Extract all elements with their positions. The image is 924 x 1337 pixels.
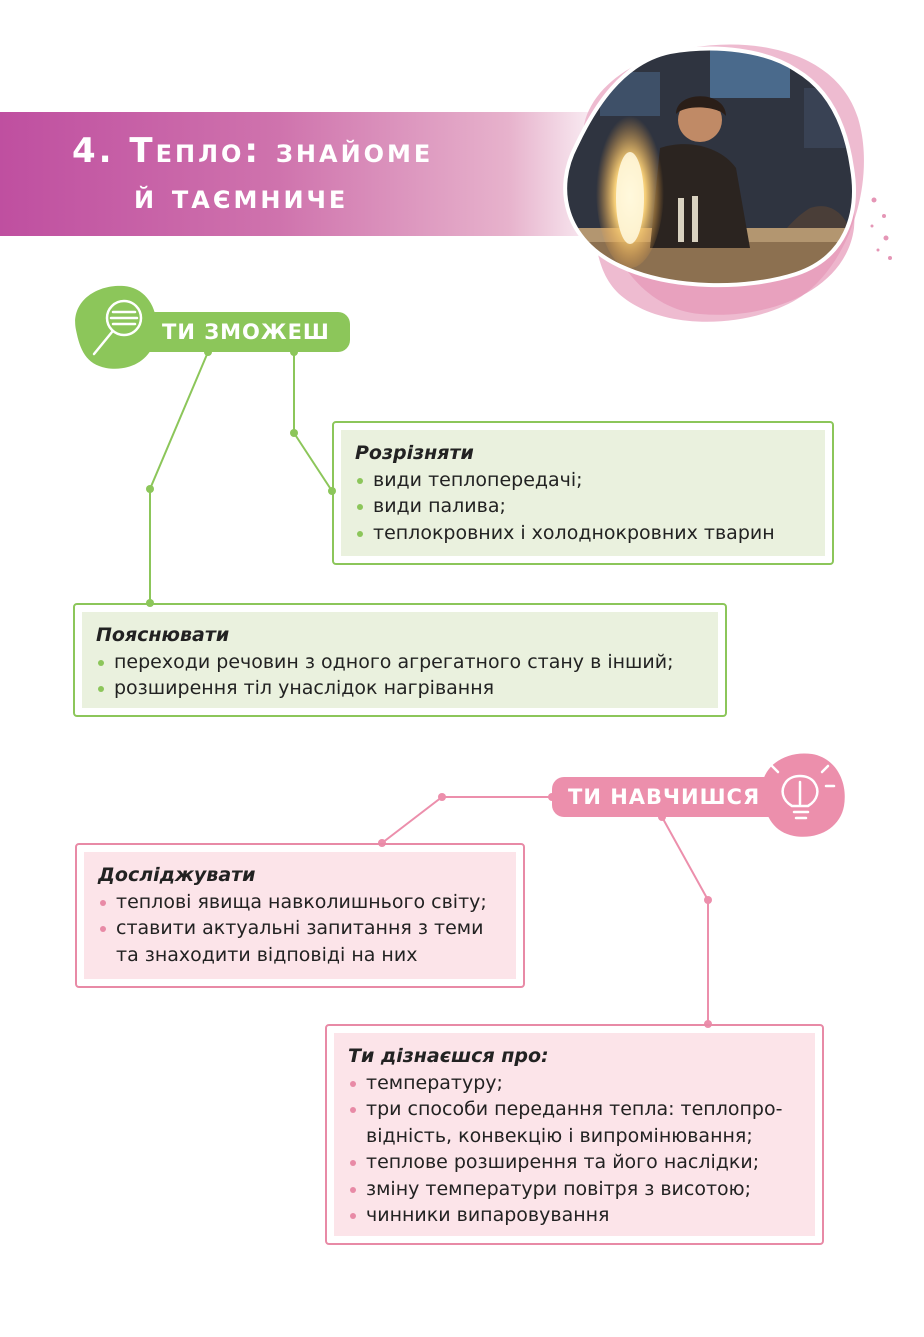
magnifier-icon xyxy=(92,299,143,356)
learn-about-list: температуру; три способи передання тепла… xyxy=(348,1070,801,1229)
list-item: види теплопередачі; xyxy=(355,467,811,494)
list-item: переходи речовин з одного агрегатного ст… xyxy=(96,649,704,676)
explore-box: Досліджувати теплові явища навколишнього… xyxy=(75,843,525,988)
explain-list: переходи речовин з одного агрегатного ст… xyxy=(96,649,704,702)
list-item-continuation: та знаходити відповіді на них xyxy=(116,943,418,966)
you-will-be-able-label: ТИ ЗМОЖЕШ xyxy=(162,320,330,344)
explain-box: Пояснювати переходи речовин з одного агр… xyxy=(73,603,727,717)
explore-heading: Досліджувати xyxy=(98,864,256,886)
learn-about-box: Ти дізнаєшся про: температуру; три спосо… xyxy=(325,1024,824,1245)
chapter-hero-image xyxy=(563,44,892,322)
distinguish-list: види теплопередачі; види палива; теплокр… xyxy=(355,467,811,547)
chapter-banner xyxy=(0,112,620,236)
chapter-title-line2: й таємниче xyxy=(134,177,349,217)
distinguish-box: Розрізняти види теплопередачі; види пали… xyxy=(332,421,834,565)
chapter-title-line1: 4. Тепло: знайоме xyxy=(72,131,434,171)
you-will-learn-badge: ТИ НАВЧИШСЯ xyxy=(552,777,772,817)
you-will-learn-label: ТИ НАВЧИШСЯ xyxy=(568,785,761,809)
lightbulb-icon xyxy=(770,764,836,820)
list-item: температуру; xyxy=(348,1070,801,1097)
list-item-continuation: відність, конвекцію і випромінювання; xyxy=(366,1124,753,1147)
chapter-title: 4. Тепло: знайоме й таємниче xyxy=(72,128,433,220)
explore-list: теплові явища навколишнього світу; стави… xyxy=(98,889,502,969)
explain-heading: Пояснювати xyxy=(96,624,230,646)
list-item: три способи передання тепла: теплопро- xyxy=(348,1096,801,1123)
list-item: розширення тіл унаслідок нагрівання xyxy=(96,675,704,702)
scientist-flame-photo xyxy=(565,48,854,286)
you-will-be-able-badge: ТИ ЗМОЖЕШ xyxy=(120,312,350,352)
you-will-learn-blob xyxy=(761,753,845,837)
list-item: теплові явища навколишнього світу; xyxy=(98,889,502,916)
list-item: зміну температури повітря з висотою; xyxy=(348,1176,801,1203)
list-item: чинники випаровування xyxy=(348,1202,801,1229)
you-will-be-able-blob xyxy=(75,285,157,369)
learn-about-heading: Ти дізнаєшся про: xyxy=(348,1045,549,1067)
list-item: теплокровних і холоднокровних тварин xyxy=(355,520,811,547)
list-item: теплове розширення та його наслідки; xyxy=(348,1149,801,1176)
distinguish-heading: Розрізняти xyxy=(355,442,474,464)
list-item: ставити актуальні запитання з теми xyxy=(98,915,502,942)
list-item: види палива; xyxy=(355,493,811,520)
